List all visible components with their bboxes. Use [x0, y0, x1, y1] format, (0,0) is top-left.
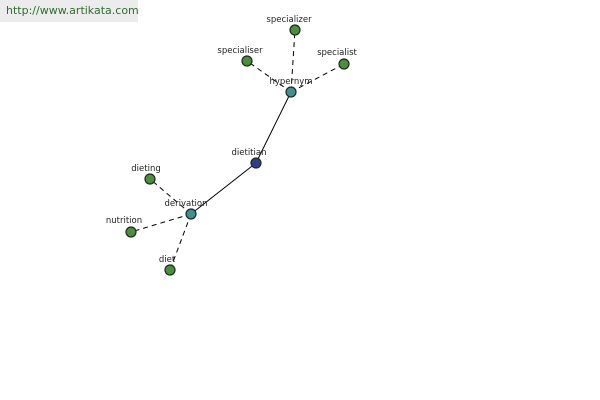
node-hypernym-label: hypernym	[269, 77, 312, 87]
node-specializer[interactable]: specializer	[266, 15, 312, 36]
node-dietitian-label: dietitian	[232, 148, 267, 158]
node-specialiser-circle	[241, 55, 253, 67]
edge-hypernym-specialist	[290, 63, 345, 93]
node-derivation-circle	[185, 208, 197, 220]
watermark-url: http://www.artikata.com	[6, 4, 139, 17]
node-derivation-label: derivation	[164, 199, 207, 209]
node-diet[interactable]: diet	[159, 255, 176, 276]
edge-derivation-nutrition	[130, 213, 192, 233]
edges-layer	[130, 29, 345, 271]
node-specialist-label: specialist	[317, 48, 357, 58]
node-dieting[interactable]: dieting	[131, 164, 161, 185]
edge-dietitian-derivation	[190, 162, 257, 215]
node-specialiser[interactable]: specialiser	[217, 46, 263, 67]
node-diet-circle	[164, 264, 176, 276]
nodes-layer: dietitian hypernym derivation specialize…	[106, 15, 358, 276]
node-hypernym[interactable]: hypernym	[269, 77, 313, 98]
node-hypernym-circle	[285, 86, 297, 98]
edge-dietitian-hypernym	[255, 91, 292, 164]
node-nutrition-label: nutrition	[106, 216, 142, 226]
node-dieting-label: dieting	[131, 164, 160, 174]
edge-hypernym-specializer	[290, 29, 296, 93]
node-specialist-circle	[338, 58, 350, 70]
watermark-banner: http://www.artikata.com	[0, 0, 139, 22]
node-dietitian[interactable]: dietitian	[232, 148, 267, 169]
node-specializer-circle	[289, 24, 301, 36]
node-diet-label: diet	[159, 255, 176, 265]
edge-derivation-diet	[169, 213, 192, 271]
node-nutrition[interactable]: nutrition	[106, 216, 142, 238]
node-dietitian-circle	[250, 157, 262, 169]
node-derivation[interactable]: derivation	[164, 199, 208, 220]
node-dieting-circle	[144, 173, 156, 185]
node-specialist[interactable]: specialist	[317, 48, 358, 70]
node-specializer-label: specializer	[266, 15, 312, 25]
node-nutrition-circle	[125, 226, 137, 238]
node-specialiser-label: specialiser	[217, 46, 263, 56]
